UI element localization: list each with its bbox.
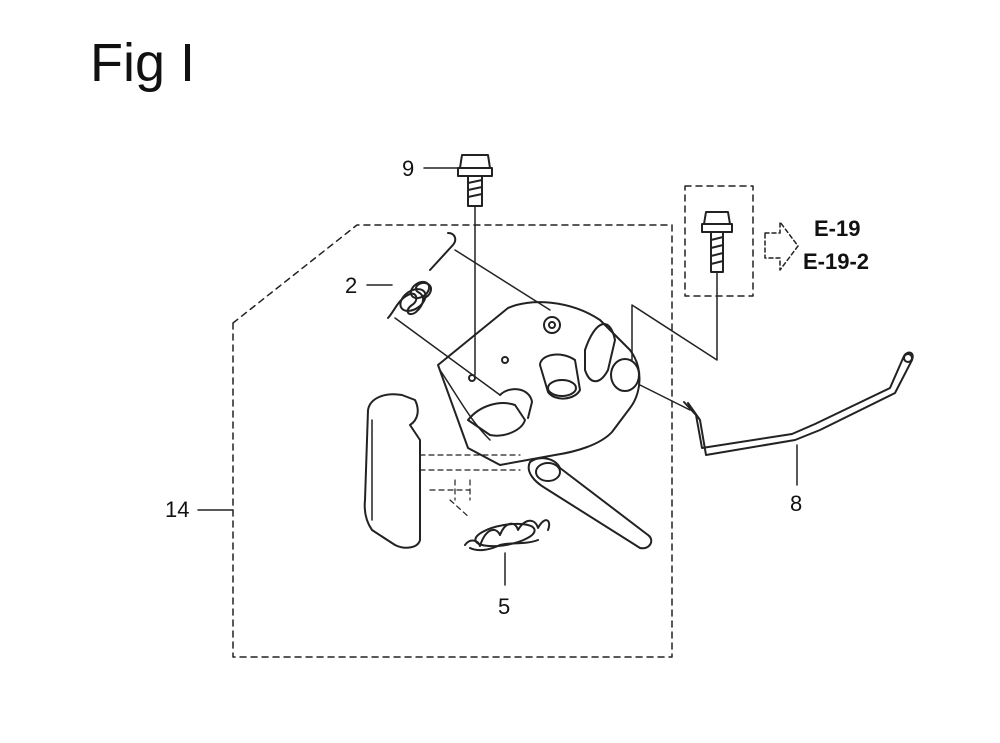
reference-bolt-axis — [631, 271, 718, 361]
callout-part-9: 9 — [402, 156, 415, 181]
linkage-lines — [419, 454, 521, 519]
lever-plate — [363, 393, 421, 549]
spring-2-icon — [387, 232, 457, 319]
bolt-9-icon — [457, 154, 493, 207]
reference-arrow-icon — [764, 221, 799, 271]
reference-bolt-icon — [701, 211, 733, 273]
rod-8-axis — [639, 384, 691, 411]
reference-e19: E-19 — [814, 216, 861, 241]
assembly-bracket-outline — [232, 224, 673, 658]
throttle-arm — [527, 457, 653, 550]
rod-8-icon — [683, 351, 914, 456]
spring-2-axis-upper — [454, 249, 551, 311]
callout-part-8: 8 — [790, 491, 803, 516]
reference-box — [684, 185, 754, 297]
callout-part-14: 14 — [165, 497, 190, 522]
callout-part-5: 5 — [498, 594, 511, 619]
spring-5-icon — [464, 519, 551, 552]
figure-title: Fig I — [90, 33, 196, 93]
callout-part-2: 2 — [345, 273, 358, 298]
reference-e19-2: E-19-2 — [803, 249, 870, 274]
governor-body — [437, 301, 641, 466]
